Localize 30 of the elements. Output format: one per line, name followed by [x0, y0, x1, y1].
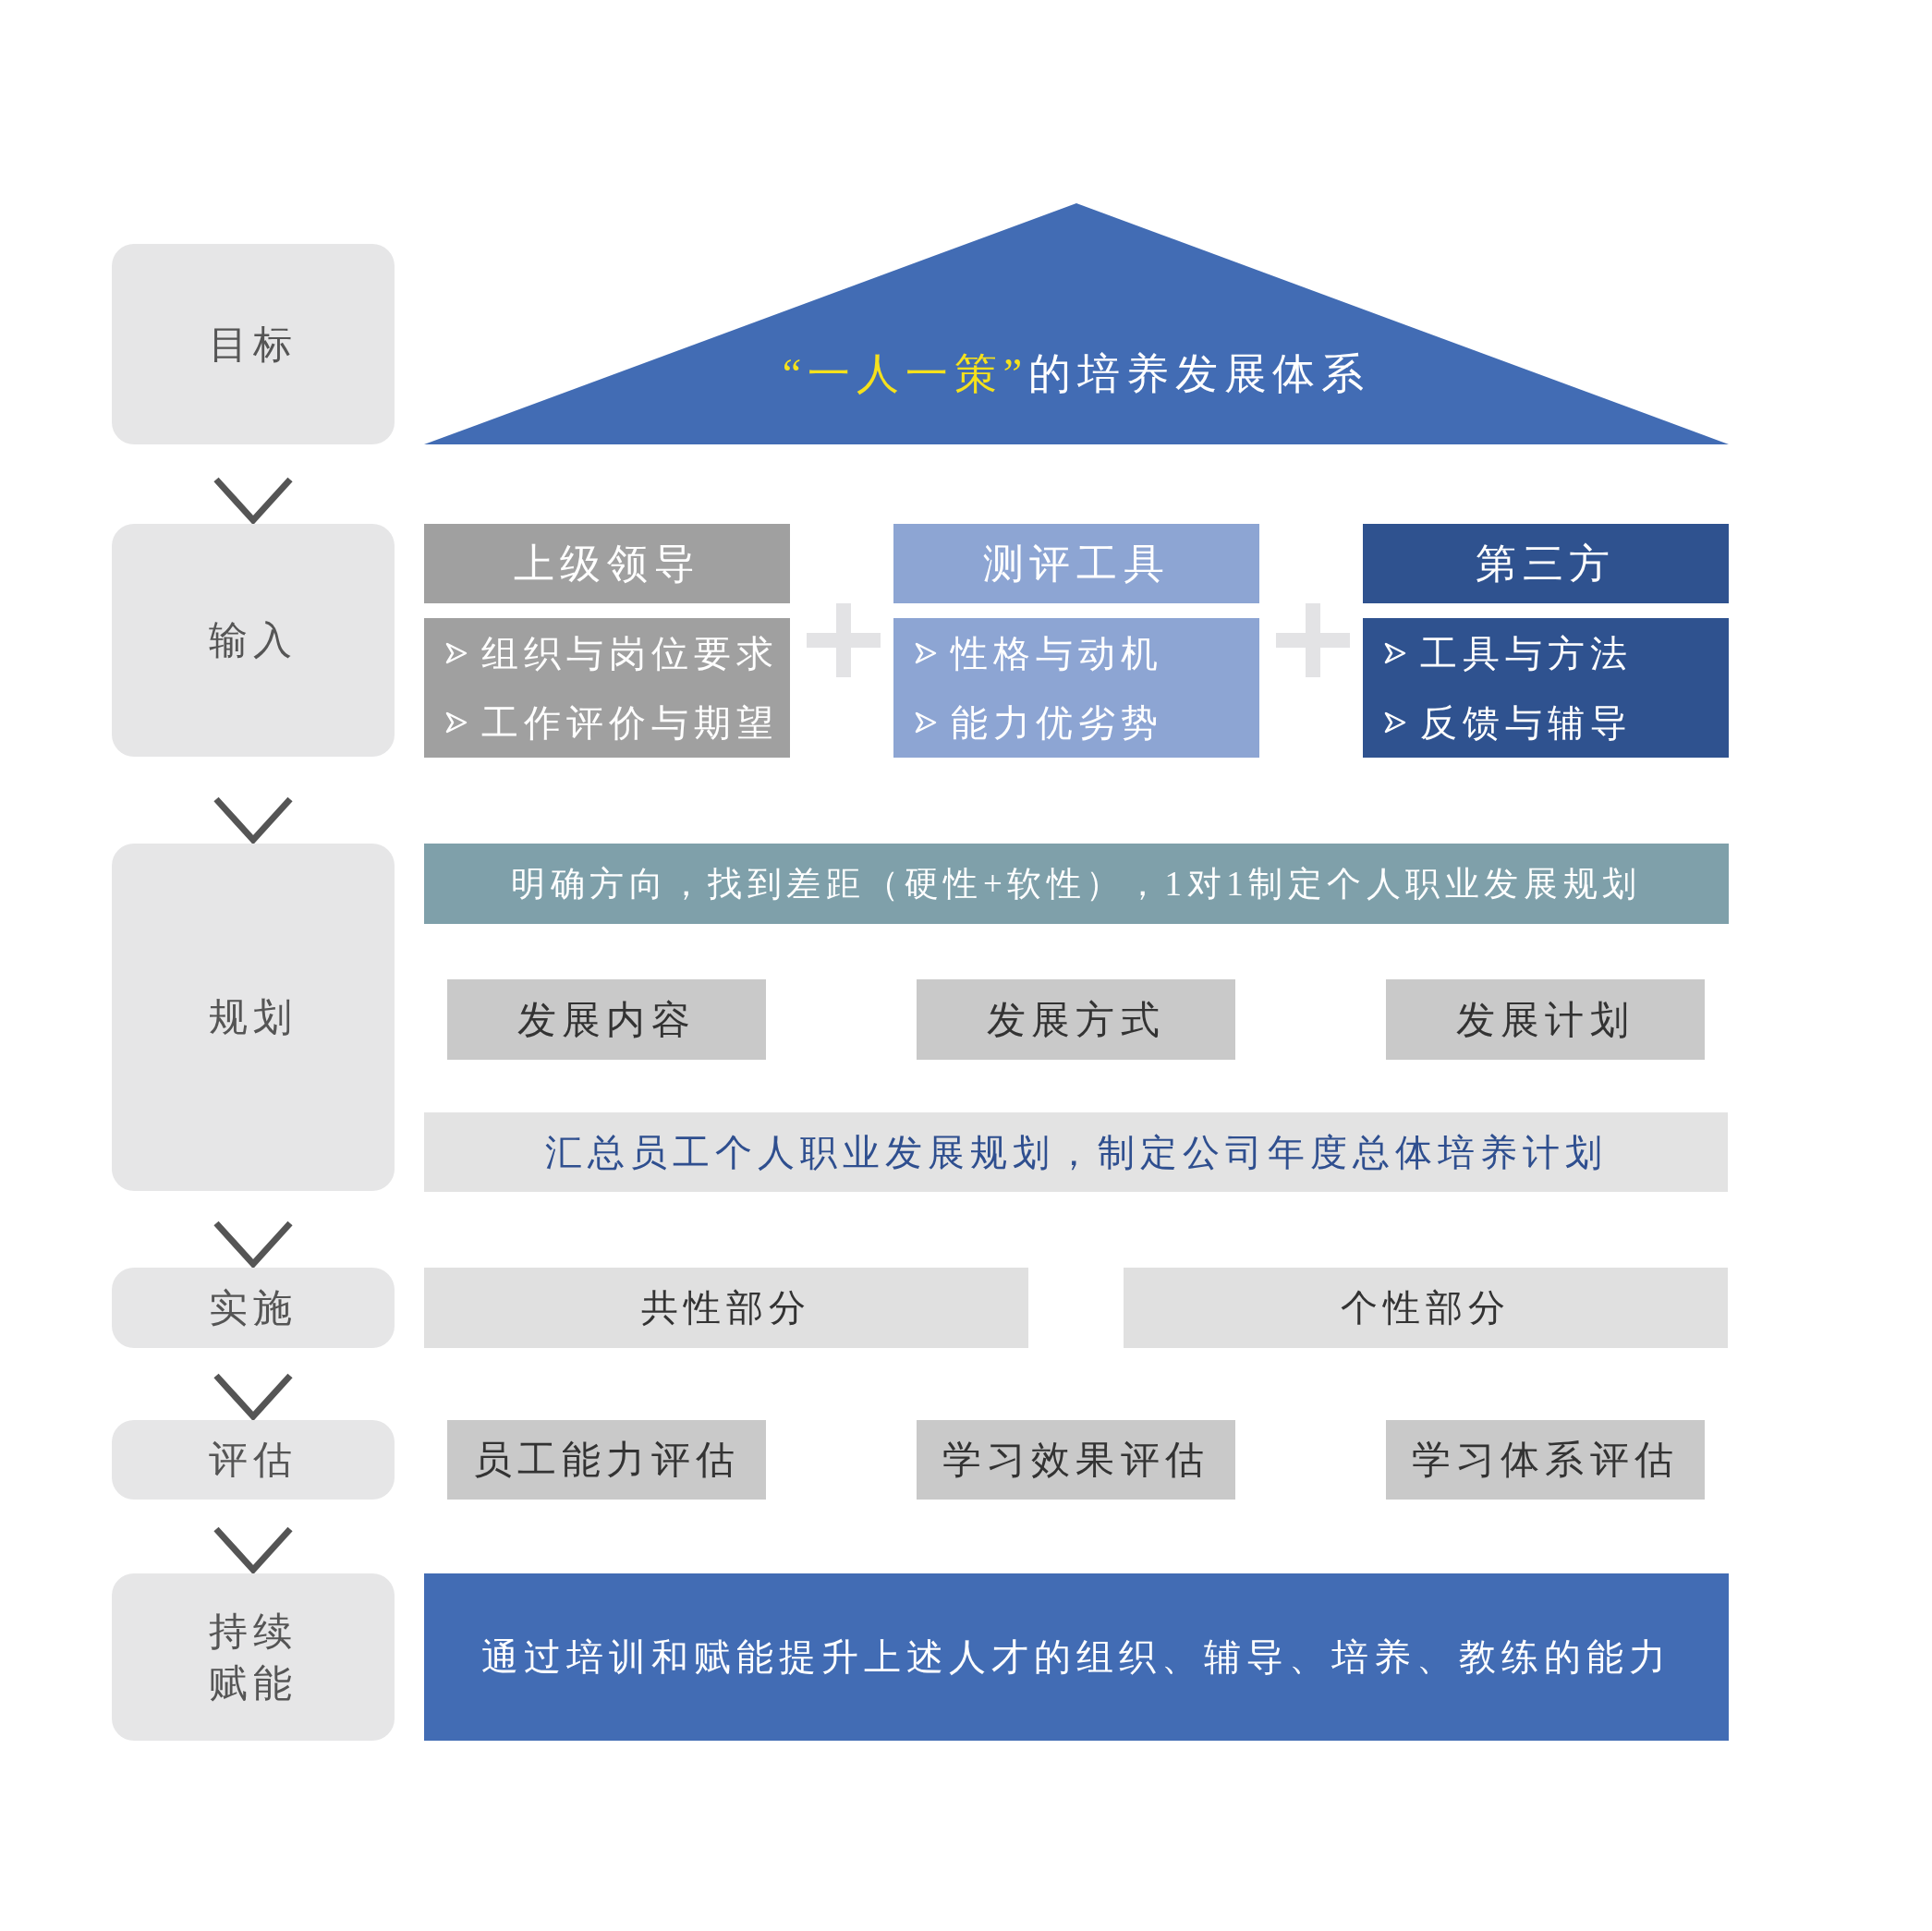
category-header: 测评工具: [893, 524, 1259, 603]
bullet-list-panel: [1363, 618, 1729, 758]
plan-item-card: 发展内容: [447, 979, 766, 1060]
stage-card: 实施: [112, 1268, 395, 1348]
stage-card: 规划: [112, 844, 395, 1191]
capability-banner: 通过培训和赋能提升上述人才的组织、辅导、培养、教练的能力: [424, 1573, 1729, 1741]
evaluation-card: 学习效果评估: [917, 1420, 1235, 1500]
stage-card: 目标: [112, 244, 395, 444]
list-item: 反馈与辅导: [1420, 700, 1633, 746]
stage-card: 输入: [112, 524, 395, 757]
plan-item-card: 发展方式: [917, 979, 1235, 1060]
bullet-list-panel: [424, 618, 790, 758]
stage-card: 评估: [112, 1420, 395, 1500]
plan-item-card: 发展计划: [1386, 979, 1705, 1060]
summary-banner: 汇总员工个人职业发展规划，制定公司年度总体培养计划: [424, 1112, 1728, 1192]
category-header: 上级领导: [424, 524, 790, 603]
list-item: 组织与岗位要求: [481, 631, 779, 676]
list-item: 工具与方法: [1420, 631, 1633, 676]
title-text: “一人一策”的培养发展体系: [782, 349, 1371, 399]
stage-card: 持续赋能: [112, 1573, 395, 1741]
list-item: 工作评价与期望: [481, 700, 779, 746]
implementation-card: 共性部分: [424, 1268, 1028, 1348]
evaluation-card: 学习体系评估: [1386, 1420, 1705, 1500]
list-item: 能力优劣势: [951, 700, 1163, 746]
bullet-list-panel: [893, 618, 1259, 758]
evaluation-card: 员工能力评估: [447, 1420, 766, 1500]
category-header: 第三方: [1363, 524, 1729, 603]
list-item: 性格与动机: [951, 631, 1163, 676]
plan-banner: 明确方向，找到差距（硬性+软性），1对1制定个人职业发展规划: [424, 844, 1729, 924]
implementation-card: 个性部分: [1124, 1268, 1728, 1348]
